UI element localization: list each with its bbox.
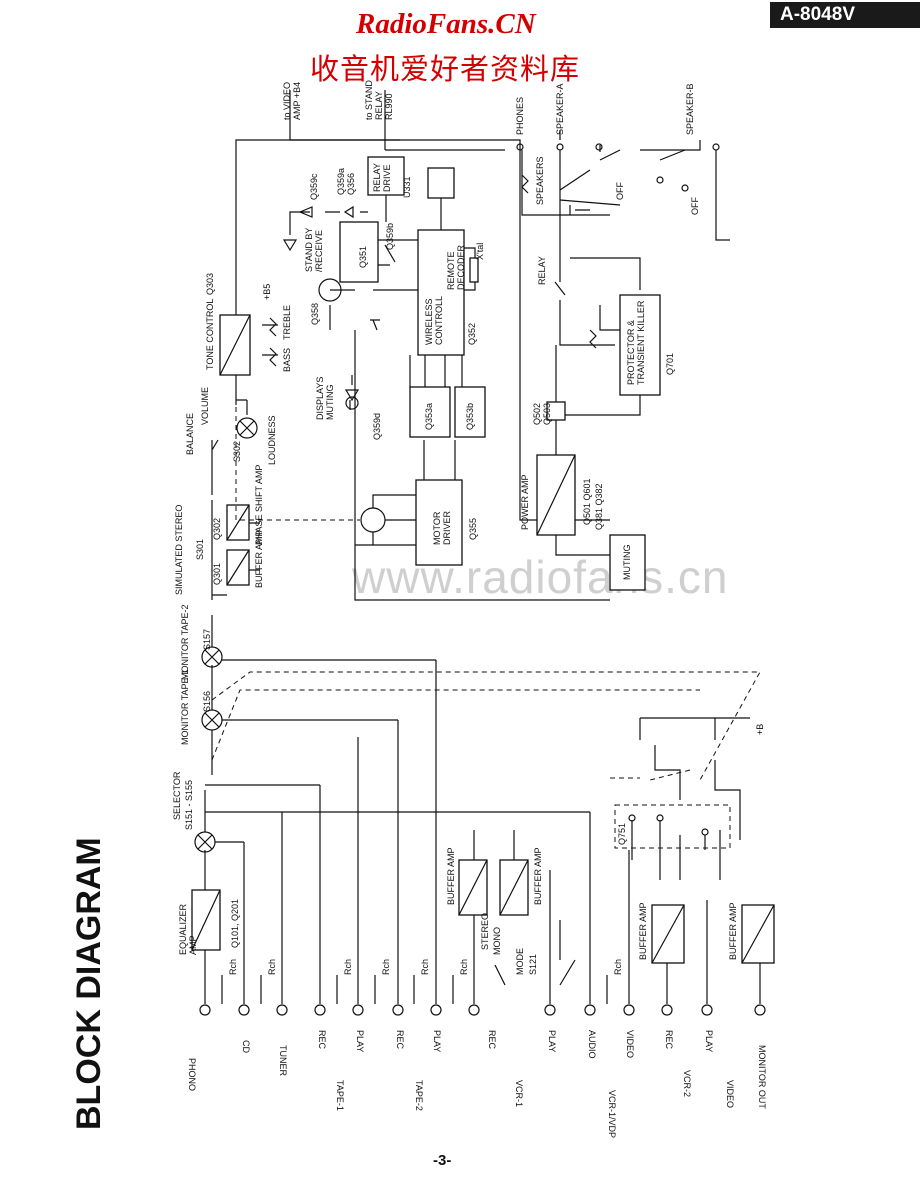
q502-q503 [546,401,566,421]
page-number: -3- [433,1152,452,1169]
motor-driver-q355 [415,479,463,566]
muting-q381 [609,534,646,591]
motor [360,507,386,533]
q358-transistor [318,278,342,302]
model-badge: A-8048V [770,2,920,28]
watermark: www.radiofans.cn [352,551,729,603]
q353b [454,386,486,438]
site-subtitle: 收音机爱好者资料库 [310,52,581,86]
relay-drive-q356 [367,156,405,196]
input-jacks [199,1004,766,1016]
protector-q701 [619,294,661,396]
q351 [339,221,379,283]
site-title: RadioFans.CN [356,8,536,40]
loudness-switch [236,417,258,439]
u331 [427,167,455,199]
q353a [409,386,451,438]
wireless-remote-q352 [417,229,465,356]
displays-led [345,396,359,410]
